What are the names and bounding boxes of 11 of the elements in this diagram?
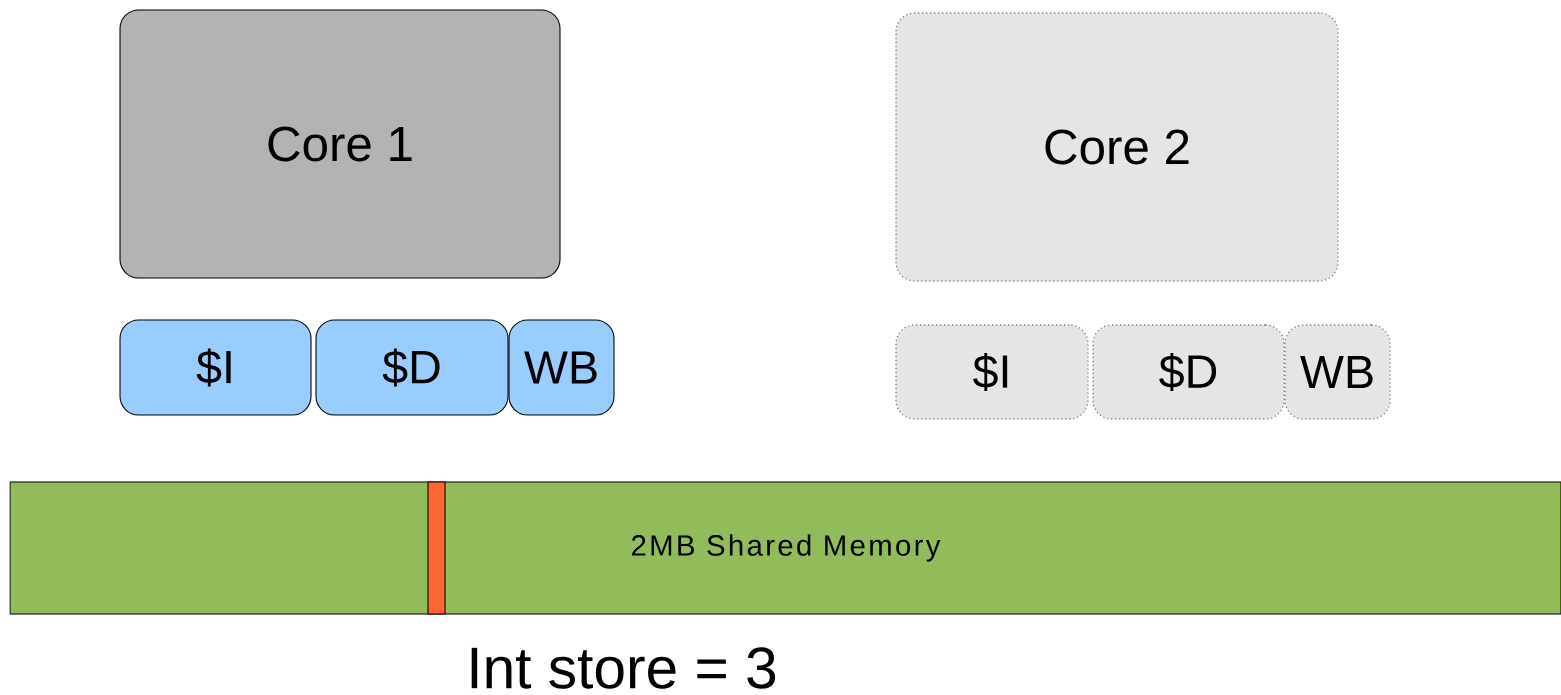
memory-bar: 2MB Shared Memory: [9, 481, 1561, 615]
core-box: Core 1: [119, 9, 561, 279]
cache-box: $D: [1092, 324, 1285, 420]
cache-box: $I: [895, 324, 1089, 420]
core-box: Core 2: [895, 12, 1339, 282]
buffer-box: WB: [1284, 324, 1391, 420]
memory-cell: [427, 481, 446, 615]
memory-label: Int store = 3: [471, 647, 776, 689]
cache-box: $D: [315, 319, 509, 416]
cache-box: $I: [119, 319, 312, 416]
buffer-box: WB: [508, 319, 615, 416]
